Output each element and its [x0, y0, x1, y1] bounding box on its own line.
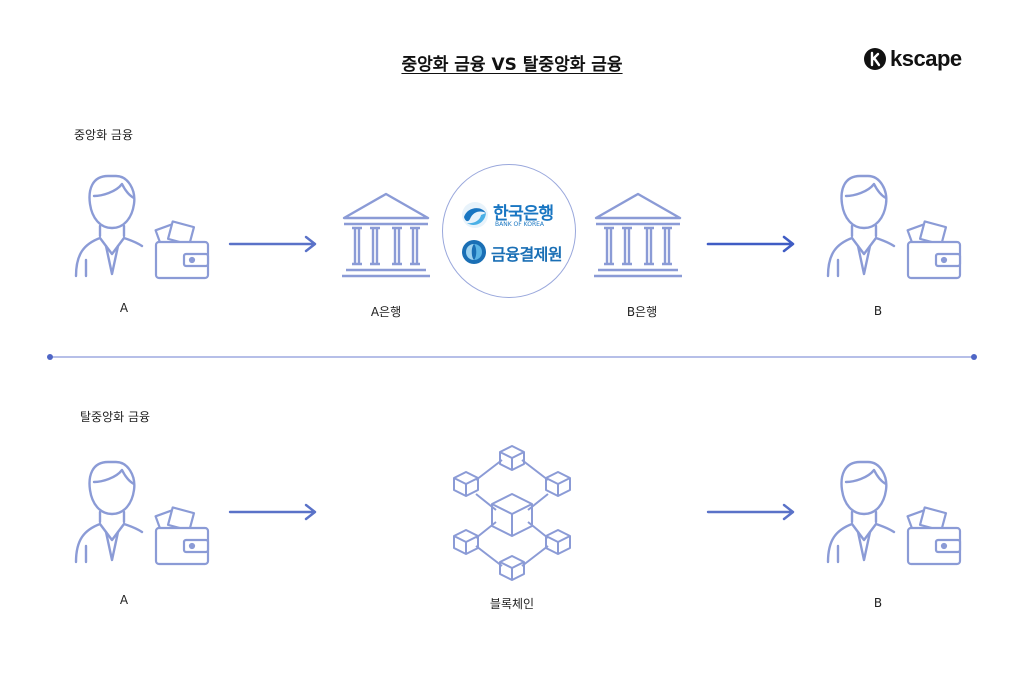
- page-title-text: 중앙화 금융 VS 탈중앙화 금융: [401, 55, 623, 75]
- centralized-section-label: 중앙화 금융: [74, 128, 134, 142]
- kftc-emblem-icon: [462, 240, 486, 264]
- logo-text: kscape: [890, 46, 962, 71]
- bank-of-korea-name-en: BANK OF KOREA: [495, 221, 545, 228]
- bank-of-korea-emblem-icon: [462, 202, 488, 228]
- section-divider: [47, 354, 977, 360]
- sender-person-wallet-icon: [74, 460, 210, 566]
- receiver-person-wallet-icon: [826, 460, 962, 566]
- arrow-right-icon: [228, 235, 317, 253]
- arrow-right-icon: [228, 503, 317, 521]
- receiver-label: B: [873, 596, 883, 610]
- sender-bank-label: A은행: [370, 305, 402, 319]
- receiver-label: B: [873, 304, 883, 318]
- receiver-person-wallet-icon: [826, 174, 962, 280]
- decentralized-section-label: 탈중앙화 금융: [80, 410, 151, 424]
- kftc-name: 금융결제원: [491, 245, 563, 264]
- kscape-k-logo-icon: [864, 48, 886, 70]
- sender-label: A: [119, 301, 129, 315]
- receiver-bank-label: B은행: [626, 305, 658, 319]
- sender-person-wallet-icon: [74, 174, 210, 280]
- central-clearing-hub: 한국은행 BANK OF KOREA 금융결제원: [442, 164, 576, 298]
- blockchain-network-icon: [453, 445, 571, 581]
- bank-of-korea-name: 한국은행: [493, 204, 554, 224]
- sender-bank-building-icon: [342, 192, 430, 278]
- arrow-right-icon: [706, 235, 795, 253]
- receiver-bank-building-icon: [594, 192, 682, 278]
- blockchain-label: 블록체인: [489, 597, 535, 611]
- arrow-right-icon: [706, 503, 795, 521]
- sender-label: A: [119, 593, 129, 607]
- page-title: 중앙화 금융 VS 탈중앙화 금융: [0, 50, 1024, 75]
- kscape-logo: kscape: [864, 46, 962, 72]
